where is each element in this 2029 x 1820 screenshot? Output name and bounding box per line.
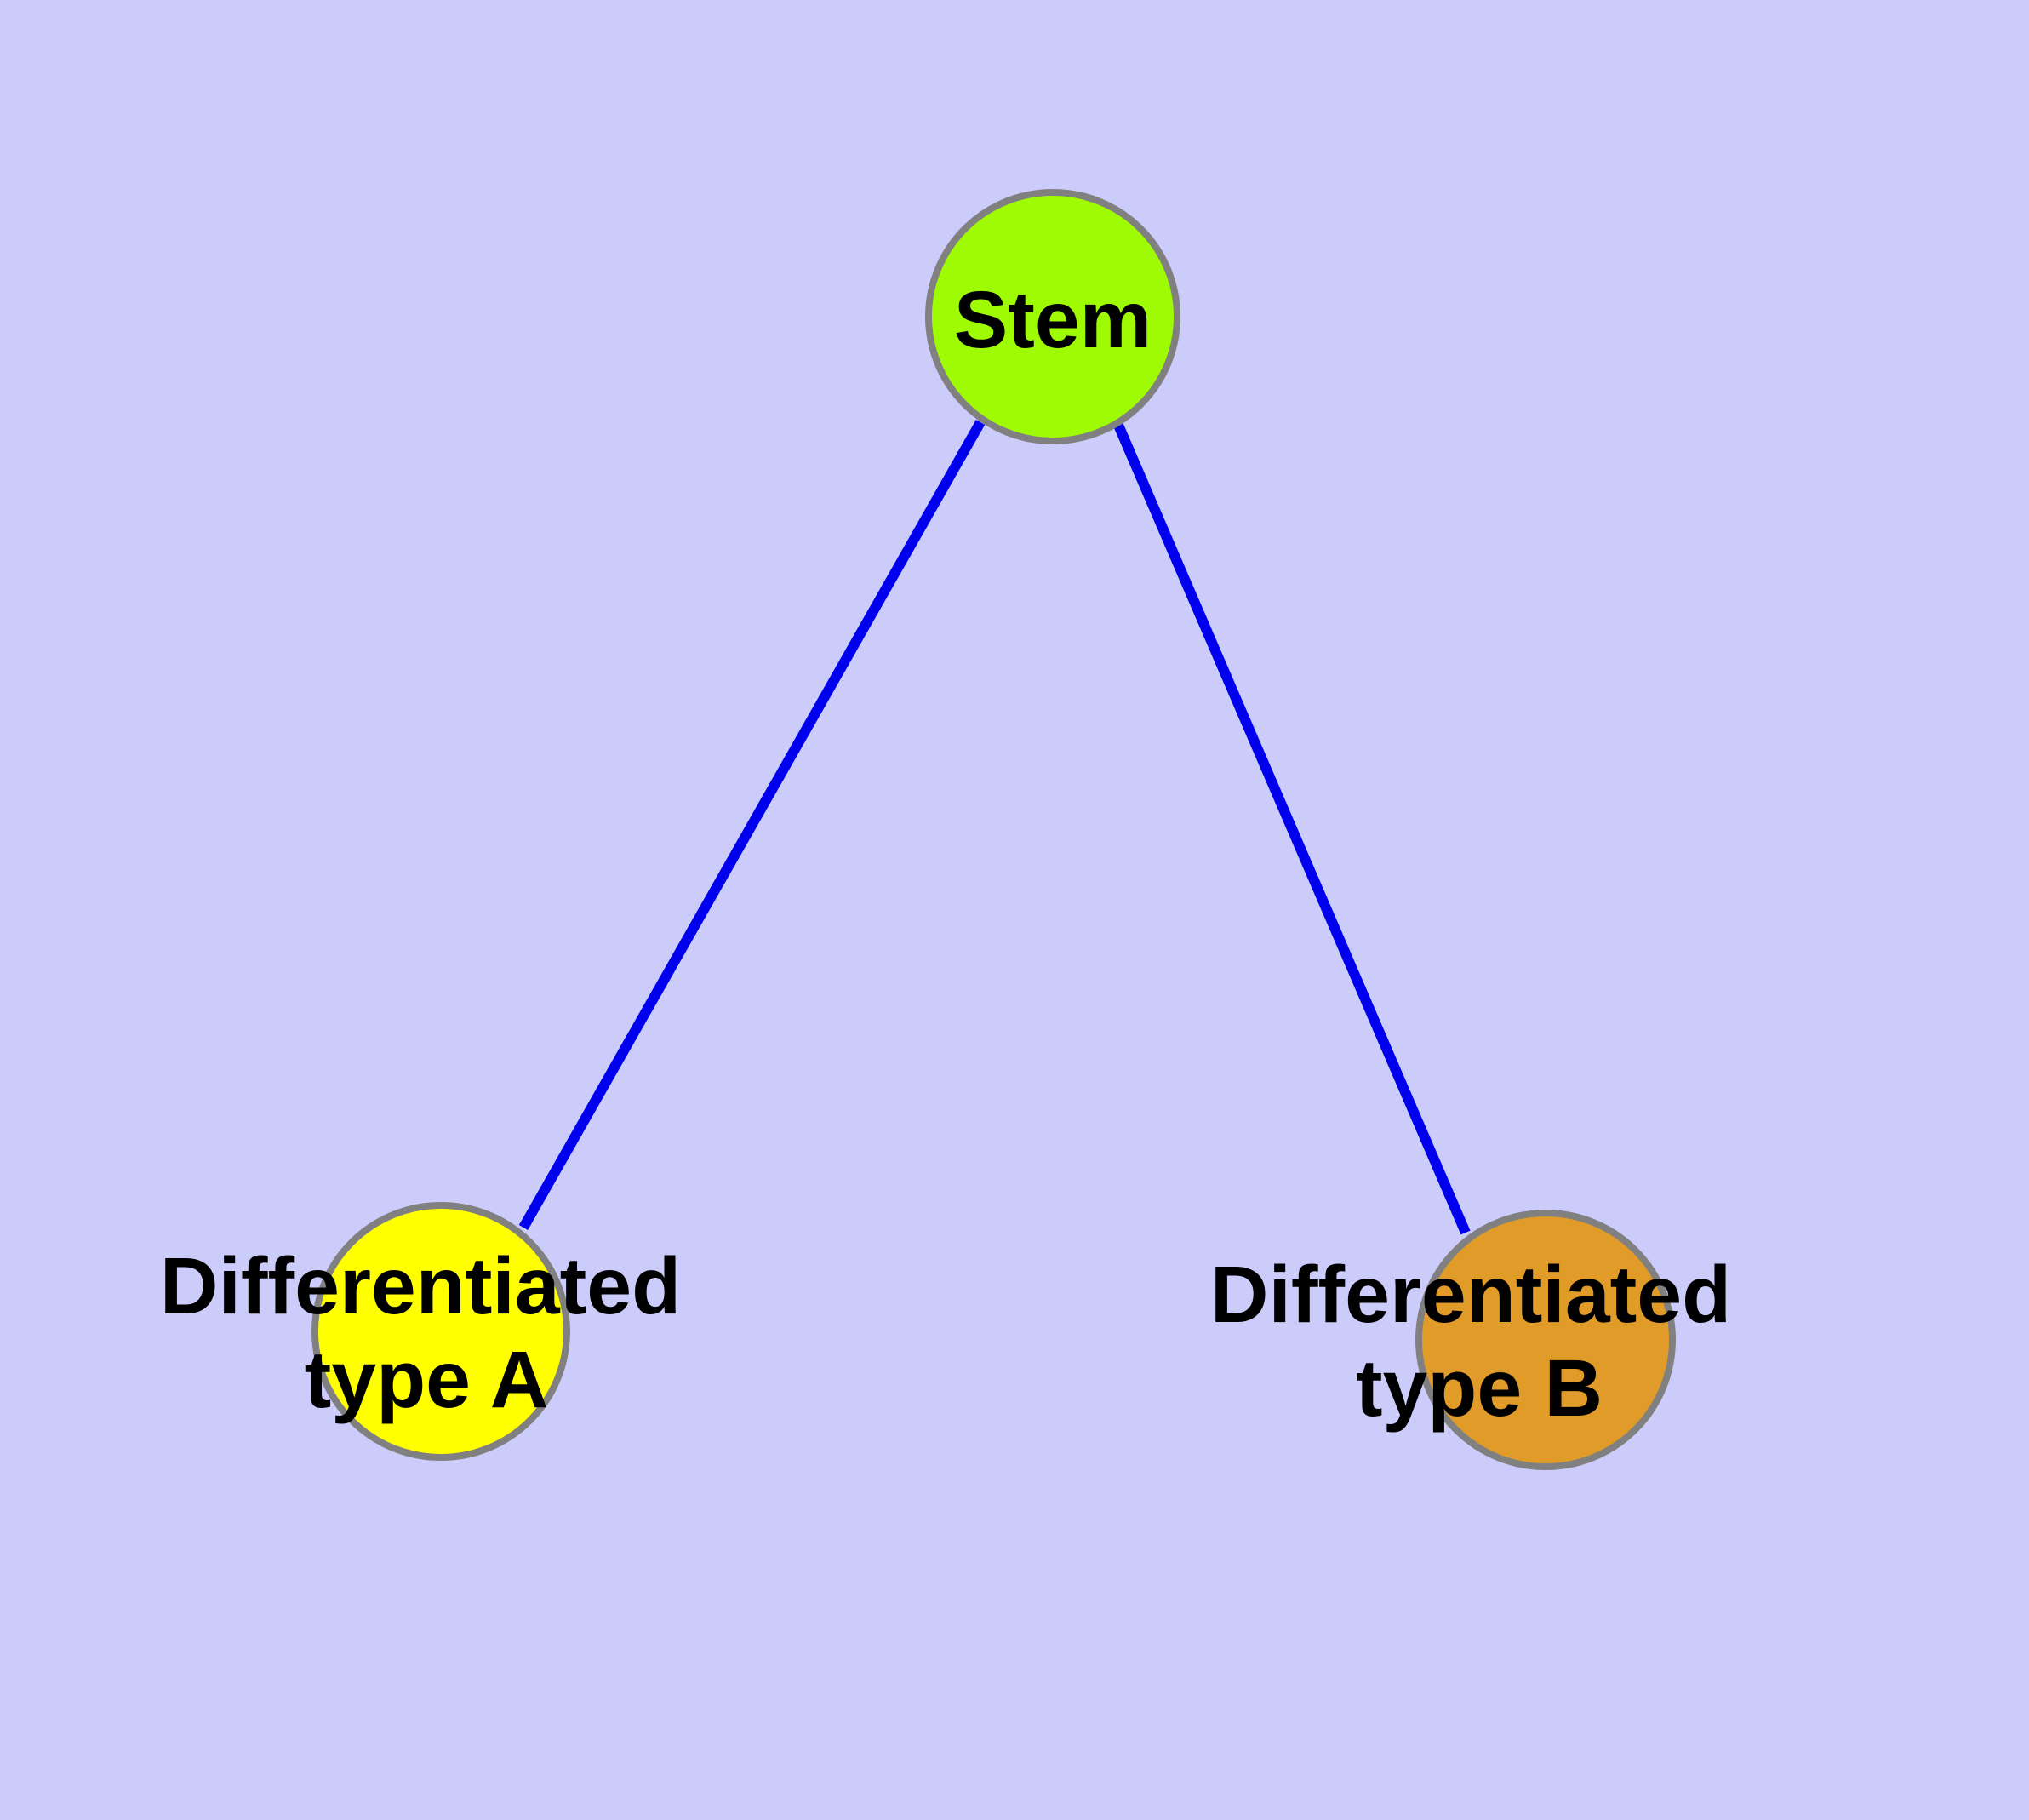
edge-stem-to-type-b[interactable] [1112, 421, 1471, 1235]
node-differentiated-type-a[interactable] [311, 1202, 570, 1461]
node-label-type-a-line-2: type A [305, 1335, 549, 1425]
label-layer: Stem Differentiated type A Differentiate… [160, 275, 1731, 1434]
edge-layer [518, 420, 1471, 1235]
node-label-type-a-line-1: Differentiated [160, 1241, 681, 1331]
node-label-stem-line-1: Stem [954, 275, 1152, 365]
node-label-type-b-line-1: Differentiated [1210, 1250, 1731, 1340]
node-label-type-b-line-2: type B [1356, 1343, 1603, 1434]
node-layer [311, 189, 1676, 1470]
node-circle-stem[interactable] [925, 189, 1180, 444]
node-differentiated-type-b[interactable] [1415, 1210, 1676, 1470]
node-circle-type-a[interactable] [311, 1202, 570, 1461]
node-circle-type-b[interactable] [1415, 1210, 1676, 1470]
edge-stem-to-type-a[interactable] [518, 420, 986, 1230]
node-stem[interactable] [925, 189, 1180, 444]
